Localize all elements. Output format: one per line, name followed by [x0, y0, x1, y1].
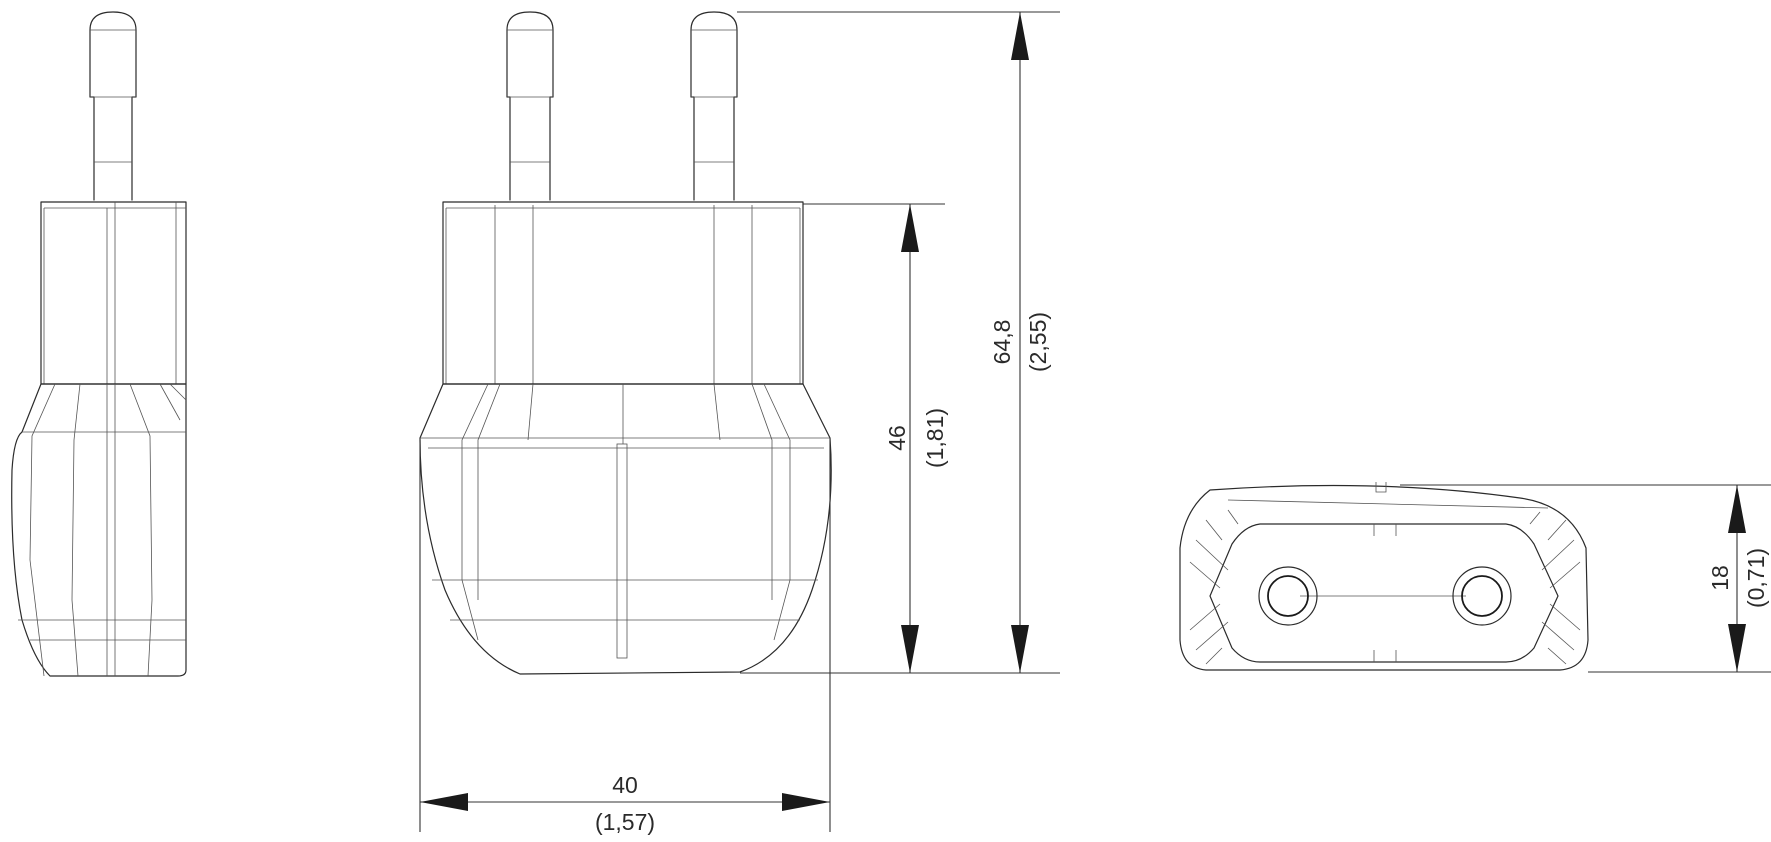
- dimension-depth: 18 (0,71): [1400, 484, 1771, 673]
- front-lower-body: [419, 383, 832, 675]
- front-view: [419, 11, 832, 675]
- bottom-right-pin-hole: [1452, 566, 1512, 626]
- dim-body-height-value: 46: [884, 425, 910, 451]
- front-left-pin: [506, 11, 554, 201]
- dim-depth-alt: (0,71): [1743, 548, 1769, 608]
- dim-width-value: 40: [612, 772, 638, 798]
- bottom-view: [1179, 482, 1589, 671]
- side-lower-body: [11, 383, 187, 677]
- dim-total-height-value: 64,8: [989, 320, 1015, 365]
- bottom-left-pin-hole: [1258, 566, 1318, 626]
- side-view: [11, 11, 187, 677]
- dim-total-height-alt: (2,55): [1025, 312, 1051, 372]
- dim-body-height-alt: (1,81): [922, 408, 948, 468]
- dimension-width: 40 (1,57): [419, 440, 831, 835]
- dim-width-alt: (1,57): [595, 809, 655, 835]
- front-right-pin: [690, 11, 738, 201]
- side-upper-block: [40, 201, 187, 385]
- dim-depth-value: 18: [1707, 565, 1733, 591]
- front-upper-block: [442, 201, 804, 385]
- dimension-total-height: 64,8 (2,55): [737, 11, 1060, 674]
- side-pin: [89, 11, 137, 201]
- dimension-body-height: 46 (1,81): [740, 203, 948, 674]
